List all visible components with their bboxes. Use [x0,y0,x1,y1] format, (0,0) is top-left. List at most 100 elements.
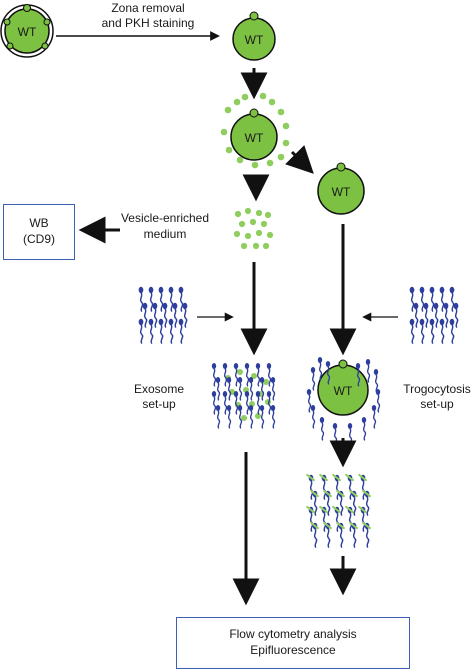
flow-box-line2: Epifluorescence [250,643,336,657]
vesicle-dot [282,139,290,147]
sperm [248,376,254,401]
sperm [138,318,144,345]
sperm [233,362,239,387]
vesicle-dot [266,231,274,239]
sperm-cluster-left [138,286,188,345]
sperm [319,416,325,441]
sperm [429,318,435,345]
sperm [255,362,261,387]
vesicle-dot [260,220,268,228]
sperm [178,286,184,313]
sperm [413,302,419,329]
sperm [322,521,333,549]
vesicle-dot [238,220,246,228]
vesicle-dot [241,415,247,421]
vesicle-dot [277,108,285,116]
vesicle-dot [224,106,232,114]
sperm [248,404,254,429]
sperm [322,489,333,517]
sperm [439,286,445,313]
sperm [361,521,372,549]
vesicle-dot [251,373,257,379]
egg-releasing-vesicles: WT [220,92,290,169]
sperm [429,286,435,313]
sperm [226,376,232,401]
vesicle-dot [262,242,270,250]
sperm [152,302,158,329]
sperm [433,302,439,329]
sperm [158,318,164,345]
sperm [310,404,316,429]
sperm [443,302,449,329]
vesicle-dot [233,230,241,238]
sperm [310,366,316,391]
sperm [237,404,243,429]
sperm [335,521,346,549]
vesicle-dot [225,146,233,154]
sperm [222,390,228,415]
sperm [158,286,164,313]
sperm [237,376,243,401]
sperm [259,376,265,401]
sperm [270,376,276,401]
sperm [419,318,425,345]
sperm [138,286,144,313]
sperm [270,404,276,429]
sperm [371,404,377,429]
sperm [453,302,459,329]
sperm [332,422,338,447]
zona-removal-label-line2: and PKH staining [102,16,195,30]
sperm [325,360,331,385]
wt-label-4: WT [332,185,351,199]
vesicle-dot [220,128,228,136]
sperm [306,388,312,413]
vesicle-dot [244,207,252,215]
vesicle-dot [259,92,267,100]
sperm [361,416,367,441]
exosome-setup [211,362,276,429]
sperm [449,318,455,345]
sperm [162,302,168,329]
wb-box-line2: (CD9) [23,232,55,246]
sperm [215,404,221,429]
sperm [373,368,379,393]
flow-box-line1: Flow cytometry analysis [229,627,357,642]
vesicle-dot [255,209,263,217]
vesicle-dot [255,229,263,237]
sperm [259,404,265,429]
sperm [168,286,174,313]
sperm [255,390,261,415]
sperm [215,376,221,401]
vesicle-dot [237,369,243,375]
vesicle-dot [268,98,276,106]
vesicle-dot [255,413,261,419]
sperm [449,286,455,313]
vesicle-dot [282,122,290,130]
sperm [226,404,232,429]
trogocytosis-sperm [306,356,381,447]
sperm [266,362,272,387]
sperm [233,390,239,415]
sperm-cluster-right [409,286,459,345]
arrow-diag-to-clean-egg [285,145,314,174]
vesicle-enriched-medium-dots [233,207,274,250]
sperm [244,390,250,415]
wt-label-3: WT [245,131,264,145]
wt-label-2: WT [245,33,264,47]
exosome-label-line1: Exosome [134,382,184,396]
zona-free-egg: WT [232,11,276,61]
vesicle-dot [277,153,285,161]
sperm [211,362,217,387]
vesicle-dot [251,161,259,169]
sperm [348,521,359,549]
sperm [178,318,184,345]
vesicle-dot [244,232,252,240]
sperm [148,286,154,313]
sperm [244,362,250,387]
sperm [335,489,346,517]
sperm [347,422,353,447]
vesicle-dot [263,379,269,385]
sperm [317,356,323,381]
